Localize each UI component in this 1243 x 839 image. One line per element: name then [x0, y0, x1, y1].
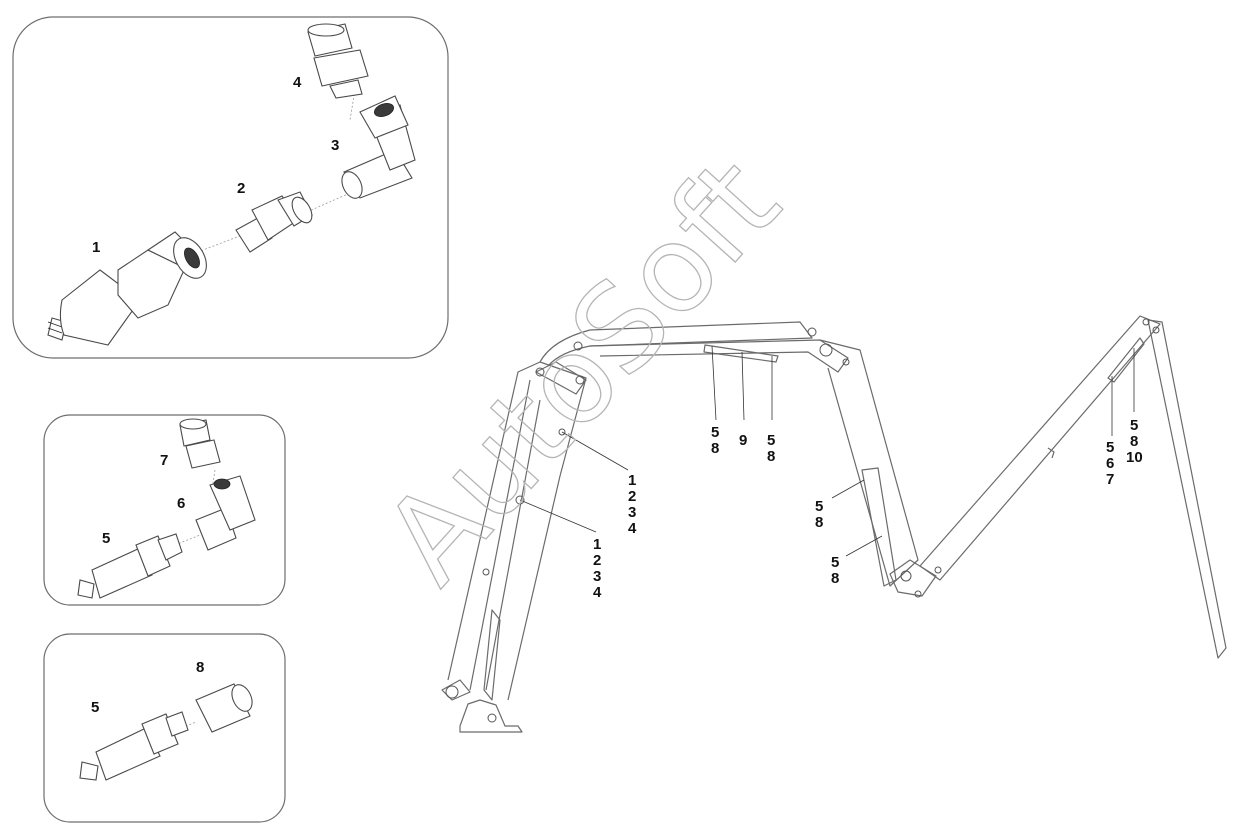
- detail-panel-3: 8 5: [43, 633, 286, 823]
- panel-3-axis: [181, 721, 197, 729]
- callout-5810-10: 10: [1126, 449, 1143, 466]
- boom-joints: [482, 318, 1160, 723]
- callout-58-right-5: 5: [767, 432, 775, 449]
- boom-assembly: [441, 315, 1227, 733]
- part-3-elbow: [341, 95, 416, 199]
- detail-panel-2: 7 6 5: [43, 414, 286, 606]
- panel-2-frame: [43, 414, 286, 606]
- part-2-fitting: [235, 191, 313, 253]
- label-part-4: 4: [293, 74, 302, 91]
- part-8-nut: [195, 683, 253, 733]
- callout-5810-8: 8: [1130, 433, 1138, 450]
- callout-58-mid-upper-5: 5: [815, 498, 823, 515]
- label-part-3: 3: [331, 137, 339, 154]
- callout-5810: 5 8 10: [1126, 417, 1143, 466]
- callout-9: 9: [739, 432, 747, 449]
- part-1-sensor: [47, 231, 207, 346]
- callout-58-left: 5 8: [711, 424, 719, 457]
- callout-9-label: 9: [739, 432, 747, 449]
- hydraulic-cylinder-1: [483, 609, 501, 701]
- boom-section-4: [919, 315, 1161, 581]
- part-5-sensor-a: [77, 533, 183, 599]
- callout-1234-upper-2: 2: [628, 488, 636, 505]
- callout-567-5: 5: [1106, 439, 1114, 456]
- boom-section-2: [539, 321, 813, 367]
- label-part-1: 1: [92, 239, 100, 256]
- hydraulic-cylinder-3: [861, 467, 897, 587]
- callout-58-left-8: 8: [711, 440, 719, 457]
- callout-1234-lower-2: 2: [593, 552, 601, 569]
- part-7-union: [179, 418, 221, 469]
- callout-58-mid-lower-8: 8: [831, 570, 839, 587]
- hydraulic-cylinder-4: [1107, 337, 1145, 383]
- label-part-6: 6: [177, 495, 185, 512]
- callout-58-mid-upper-8: 8: [815, 514, 823, 531]
- label-part-2: 2: [237, 180, 245, 197]
- label-part-7: 7: [160, 452, 168, 469]
- boom-tip: [1147, 319, 1227, 659]
- callout-567-7: 7: [1106, 471, 1114, 488]
- part-4-union: [307, 23, 369, 99]
- boom-section-3: [819, 339, 919, 587]
- callout-1234-lower: 1 2 3 4: [593, 536, 602, 601]
- boom-base: [459, 699, 523, 733]
- label-part-5-a: 5: [102, 530, 110, 547]
- callout-1234-upper: 1 2 3 4: [628, 472, 637, 537]
- part-5-sensor-b: [79, 711, 189, 781]
- callout-567: 5 6 7: [1106, 439, 1114, 488]
- callout-58-right-8: 8: [767, 448, 775, 465]
- label-part-8: 8: [196, 659, 204, 676]
- callout-5810-5: 5: [1130, 417, 1138, 434]
- callout-58-right: 5 8: [767, 432, 775, 465]
- callout-1234-lower-4: 4: [593, 584, 602, 601]
- part-6-elbow: [195, 475, 256, 551]
- hydraulic-cylinder-2: [703, 344, 779, 363]
- callout-1234-upper-4: 4: [628, 520, 637, 537]
- callout-58-mid-lower: 5 8: [831, 554, 839, 587]
- label-part-5-b: 5: [91, 699, 99, 716]
- callout-567-6: 6: [1106, 455, 1114, 472]
- callout-leaders: [519, 345, 1135, 557]
- callout-58-left-5: 5: [711, 424, 719, 441]
- callout-58-mid-lower-5: 5: [831, 554, 839, 571]
- callout-1234-upper-1: 1: [628, 472, 636, 489]
- callout-1234-upper-3: 3: [628, 504, 636, 521]
- detail-panel-1: 1 2 3 4: [12, 16, 449, 359]
- callout-1234-lower-1: 1: [593, 536, 601, 553]
- callout-1234-lower-3: 3: [593, 568, 601, 585]
- callout-58-mid-upper: 5 8: [815, 498, 823, 531]
